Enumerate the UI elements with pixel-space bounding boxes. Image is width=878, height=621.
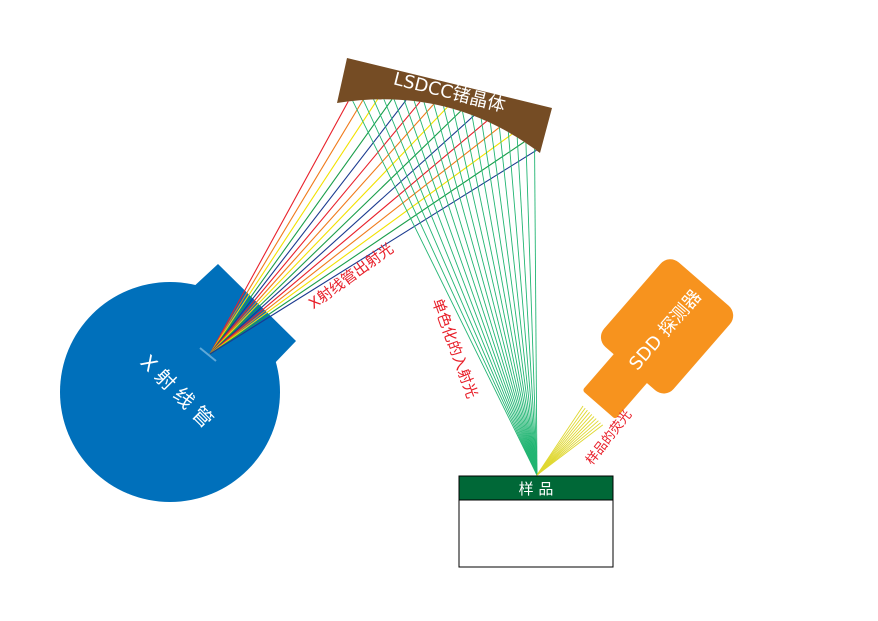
- reflected-ray: [516, 137, 538, 476]
- reflected-ray: [352, 100, 538, 476]
- reflected-ray: [403, 99, 538, 476]
- fluorescence-ray: [536, 405, 584, 476]
- incident-ray: [209, 120, 488, 355]
- fluorescence-ray: [536, 407, 586, 476]
- fluorescence-ray: [536, 422, 601, 476]
- fluorescence-ray: [536, 416, 595, 476]
- crystal: LSDCC锗晶体: [337, 58, 552, 153]
- reflected-ray: [534, 148, 538, 476]
- fluorescence-ray: [536, 418, 597, 476]
- incident-ray: [209, 106, 448, 355]
- incident-rays: [209, 98, 537, 355]
- incident-ray: [209, 133, 513, 355]
- fluorescence-ray: [536, 412, 590, 476]
- incident-ray: [209, 115, 475, 355]
- reflected-ray: [452, 108, 538, 476]
- incident-ray: [209, 101, 421, 355]
- reflected-ray: [525, 142, 538, 476]
- fluorescence-ray: [536, 414, 593, 476]
- incident-ray: [209, 141, 525, 355]
- reflected-ray: [480, 118, 538, 476]
- crystal-shape: [337, 58, 552, 153]
- tube-output-label: X射线管出射光: [305, 239, 397, 313]
- incident-ray: [209, 101, 349, 355]
- reflected-ray: [507, 132, 538, 476]
- reflected-ray: [423, 102, 538, 476]
- reflected-rays: [352, 99, 538, 476]
- sample-label: 样 品: [519, 480, 554, 498]
- fluorescence-ray: [536, 424, 604, 476]
- incident-ray: [209, 149, 537, 355]
- reflected-ray: [373, 99, 538, 476]
- reflected-ray: [433, 104, 538, 476]
- x-ray-tube: X 射 线 管: [60, 264, 296, 502]
- incident-ray: [209, 98, 379, 355]
- fluorescence-ray: [536, 409, 588, 476]
- sdd-detector: SDD 探测器: [583, 259, 734, 419]
- incident-ray: [209, 99, 364, 355]
- incident-ray: [209, 99, 407, 355]
- fluorescence-ray: [536, 420, 599, 476]
- incident-ray: [209, 126, 500, 355]
- reflected-ray: [443, 106, 538, 476]
- incident-ray: [209, 103, 435, 355]
- tube-anode-mark: [199, 347, 217, 362]
- sample: 样 品: [458, 475, 614, 568]
- reflected-ray: [393, 99, 538, 476]
- reflected-ray: [462, 111, 538, 476]
- reflected-ray: [498, 127, 538, 476]
- reflected-ray: [489, 122, 538, 476]
- monochromatic-label: 单色化的入射光: [428, 296, 481, 401]
- sample-header: [458, 475, 614, 501]
- crystal-label: LSDCC锗晶体: [391, 69, 507, 117]
- detector-body: [600, 259, 734, 394]
- fluorescence-rays: [536, 405, 604, 476]
- incident-ray: [209, 110, 462, 355]
- reflected-ray: [413, 100, 538, 476]
- incident-ray: [209, 99, 393, 355]
- reflected-ray: [471, 114, 538, 476]
- reflected-ray: [383, 99, 538, 476]
- reflected-ray: [362, 99, 538, 476]
